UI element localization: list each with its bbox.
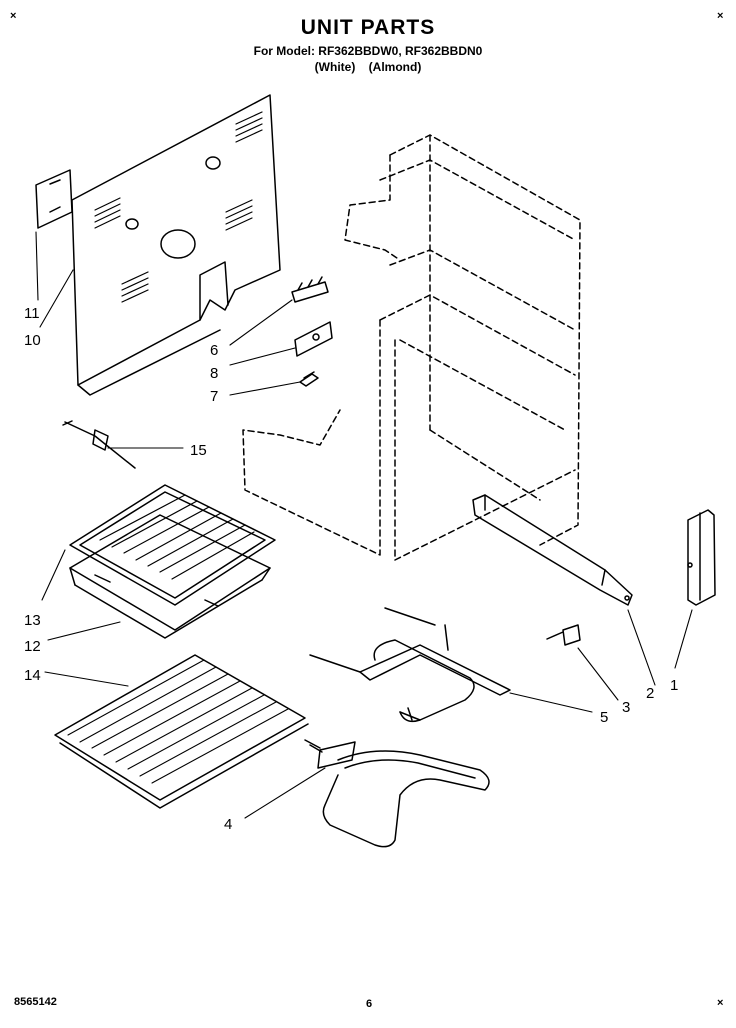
corner-mark-top-left: × xyxy=(10,10,17,22)
terminal-block-icon xyxy=(291,276,329,303)
callout-3: 3 xyxy=(622,699,630,716)
callout-12: 12 xyxy=(24,638,41,655)
temperature-sensor-icon xyxy=(62,420,136,469)
rear-panel-icon xyxy=(71,94,281,396)
callout-1: 1 xyxy=(670,677,678,694)
callout-14: 14 xyxy=(24,667,41,684)
small-plate-icon xyxy=(35,169,73,229)
callout-5: 5 xyxy=(600,709,608,726)
callout-labels: 1 2 3 4 5 6 7 8 10 11 12 13 14 15 xyxy=(24,305,678,833)
callout-4: 4 xyxy=(224,816,232,833)
broiler-grid-icon xyxy=(69,484,276,606)
rail-bracket-icon xyxy=(472,494,633,606)
callout-11: 11 xyxy=(24,305,40,322)
callout-10: 10 xyxy=(24,332,41,349)
variant-line: (White) (Almond) xyxy=(314,60,422,74)
model-line: For Model: RF362BBDW0, RF362BBDN0 xyxy=(253,44,483,58)
callout-7: 7 xyxy=(210,388,218,405)
clip-icon xyxy=(299,371,319,387)
document-number: 8565142 xyxy=(14,996,57,1008)
oven-rack-icon xyxy=(54,654,309,809)
side-bracket-icon xyxy=(687,509,716,606)
callout-2: 2 xyxy=(646,685,654,702)
page-title: UNIT PARTS xyxy=(300,16,436,39)
callout-6: 6 xyxy=(210,342,218,359)
callout-13: 13 xyxy=(24,612,41,629)
broiler-pan-icon xyxy=(69,514,271,639)
callout-8: 8 xyxy=(210,365,218,382)
leader-lines xyxy=(35,231,693,819)
bake-element-icon xyxy=(304,739,490,848)
small-clip-icon xyxy=(546,624,581,646)
oven-cavity-outline xyxy=(242,134,581,561)
bracket-icon xyxy=(294,321,333,357)
corner-mark-top-right: × xyxy=(717,10,724,22)
page-number: 6 xyxy=(366,998,373,1010)
callout-15: 15 xyxy=(190,442,207,459)
corner-mark-bottom-right: × xyxy=(717,997,724,1009)
broil-element-icon xyxy=(309,607,511,723)
